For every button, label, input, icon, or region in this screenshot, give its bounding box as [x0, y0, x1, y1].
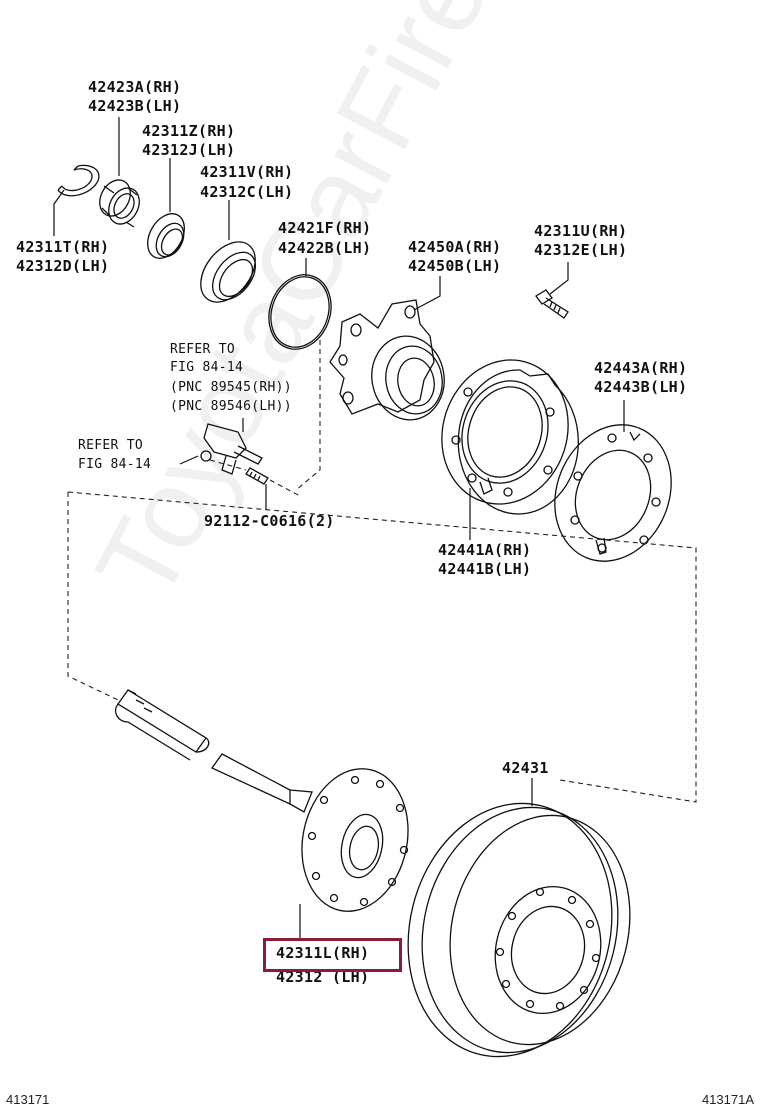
part-label-42312: 42312 (LH) — [276, 968, 370, 986]
part-label-42422b: 42422B(LH) — [278, 239, 372, 257]
bolt-92112 — [245, 467, 269, 485]
part-label-92112: 92112-C0616(2) — [204, 512, 335, 530]
part-label-42441b: 42441B(LH) — [438, 560, 532, 578]
backing-plate-42441A — [441, 359, 579, 515]
part-label-42450b: 42450B(LH) — [408, 257, 502, 275]
part-label-42312c: 42312C(LH) — [200, 183, 294, 201]
figure-id-left: 413171 — [6, 1092, 50, 1107]
refer-to-label-2: REFER TO — [78, 438, 144, 453]
part-label-42423b: 42423B(LH) — [88, 97, 182, 115]
snap-ring-42311T — [57, 164, 100, 197]
part-label-42450a: 42450A(RH) — [408, 238, 502, 256]
part-label-42312j: 42312J(LH) — [142, 141, 236, 159]
refer-to-label-1: REFER TO — [170, 342, 236, 357]
oil-seal-42311Z — [147, 213, 185, 259]
part-label-42441a: 42441A(RH) — [438, 541, 532, 559]
figure-id-right: 413171A — [701, 1092, 754, 1107]
part-label-42312e: 42312E(LH) — [534, 241, 628, 259]
part-label-42431: 42431 — [502, 759, 549, 777]
part-label-42421f: 42421F(RH) — [278, 219, 372, 237]
assembly-dashed-lines — [67, 340, 697, 803]
hub-bolt-42311U — [535, 289, 569, 319]
abs-speed-sensor — [200, 423, 263, 475]
fig-ref-label-2: FIG 84-14 — [78, 457, 152, 472]
oil-seal-42311V — [200, 241, 256, 303]
o-ring-42421F — [268, 274, 332, 350]
part-label-42311l: 42311L(RH) — [276, 944, 370, 962]
fig-ref-label-1: FIG 84-14 — [170, 360, 244, 375]
part-label-42311t: 42311T(RH) — [16, 238, 110, 256]
part-label-42443a: 42443A(RH) — [594, 359, 688, 377]
retainer-ring-42423 — [99, 179, 140, 228]
hub-bearing-42450A — [329, 299, 445, 421]
gasket-42443A — [554, 424, 672, 562]
part-label-42312d: 42312D(LH) — [16, 257, 110, 275]
pnc-label-rh: (PNC 89545(RH)) — [170, 380, 292, 395]
disc-rotor-42431 — [407, 802, 631, 1058]
part-label-42423a: 42423A(RH) — [88, 78, 182, 96]
leader-lines — [53, 117, 625, 940]
part-label-42311v: 42311V(RH) — [200, 163, 294, 181]
pnc-label-lh: (PNC 89546(LH)) — [170, 399, 292, 414]
axle-shaft-42311L — [114, 689, 409, 912]
part-label-42311u: 42311U(RH) — [534, 222, 628, 240]
part-label-42443b: 42443B(LH) — [594, 378, 688, 396]
selected-part-highlight — [263, 938, 402, 972]
part-label-42311z: 42311Z(RH) — [142, 122, 236, 140]
